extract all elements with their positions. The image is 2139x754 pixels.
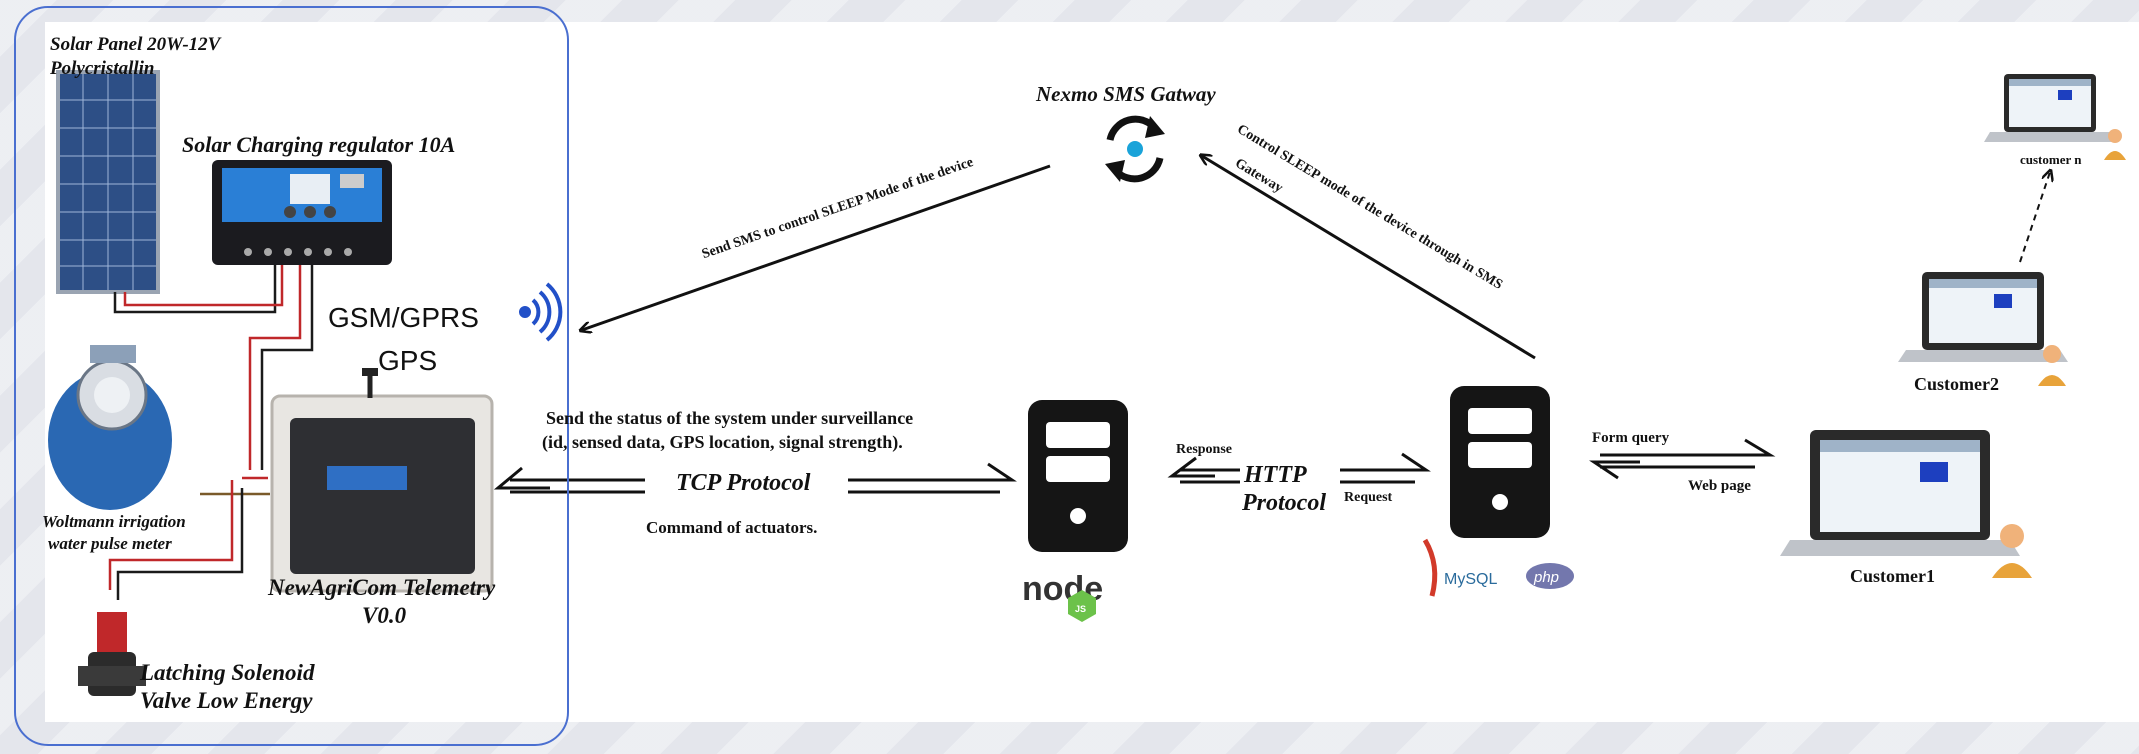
node-js-text: JS bbox=[1075, 604, 1086, 614]
solar-panel-label: Solar Panel 20W-12V bbox=[50, 34, 221, 55]
charging-regulator-label: Solar Charging regulator 10A bbox=[182, 132, 456, 157]
solenoid-label-2: Valve Low Energy bbox=[140, 688, 313, 713]
gps-label: GPS bbox=[378, 345, 438, 376]
telemetry-box-icon bbox=[270, 368, 494, 593]
sync-icon bbox=[1105, 115, 1165, 183]
gsm-gprs-label: GSM/GPRS bbox=[328, 302, 479, 333]
solenoid-label-1: Latching Solenoid bbox=[140, 660, 315, 685]
device-frame bbox=[14, 6, 569, 746]
php-logo-text: php bbox=[1533, 569, 1559, 586]
sms-to-device-arrow bbox=[582, 164, 1051, 330]
mysql-php-logos: MySQL php bbox=[1422, 538, 1574, 597]
charging-regulator-icon bbox=[212, 160, 392, 265]
woltmann-label-1: Woltmann irrigation bbox=[42, 512, 186, 531]
status-label-2: (id, sensed data, GPS location, signal s… bbox=[542, 432, 903, 452]
status-label-1: Send the status of the system under surv… bbox=[546, 408, 914, 428]
server-to-gateway-arrow bbox=[1202, 156, 1536, 360]
telemetry-label-1: NewAgriCom Telemetry bbox=[268, 575, 496, 600]
nexmo-label: Nexmo SMS Gatway bbox=[1036, 82, 1216, 106]
wireless-signal-icon bbox=[519, 282, 563, 342]
telemetry-label-2: V0.0 bbox=[362, 603, 407, 628]
web-arrows bbox=[1589, 438, 1776, 480]
laptop-customer-n-icon bbox=[1984, 74, 2126, 160]
response-label: Response bbox=[1176, 442, 1233, 457]
web-page-label: Web page bbox=[1688, 478, 1751, 494]
form-query-label: Form query bbox=[1592, 430, 1670, 446]
customer1-label: Customer1 bbox=[1850, 566, 1935, 586]
mysql-logo-text: MySQL bbox=[1444, 571, 1497, 588]
laptop-customer2-icon bbox=[1898, 272, 2068, 386]
http-label-2: Protocol bbox=[1242, 490, 1326, 516]
solenoid-valve-icon bbox=[78, 612, 146, 696]
http-arrows bbox=[1167, 452, 1431, 484]
dashed-arrow bbox=[2019, 172, 2050, 263]
customer2-label: Customer2 bbox=[1914, 374, 1999, 394]
woltmann-label-2: water pulse meter bbox=[48, 534, 172, 553]
command-label: Command of actuators. bbox=[646, 518, 818, 537]
solar-panel-sub-label: Polycristallin bbox=[50, 58, 155, 79]
http-label-1: HTTP bbox=[1244, 462, 1307, 488]
solar-panel-icon bbox=[56, 70, 160, 294]
tcp-label: TCP Protocol bbox=[676, 470, 811, 496]
laptop-customer1-icon bbox=[1780, 430, 2032, 578]
nodejs-logo: node JS bbox=[1022, 570, 1103, 622]
wiring bbox=[108, 265, 314, 600]
node-server-icon bbox=[1028, 400, 1128, 552]
customer-n-label: customer n bbox=[2020, 152, 2082, 167]
tcp-arrows bbox=[493, 462, 1017, 494]
water-meter-icon bbox=[48, 345, 172, 510]
request-label: Request bbox=[1344, 490, 1393, 505]
php-server-icon bbox=[1450, 386, 1550, 538]
